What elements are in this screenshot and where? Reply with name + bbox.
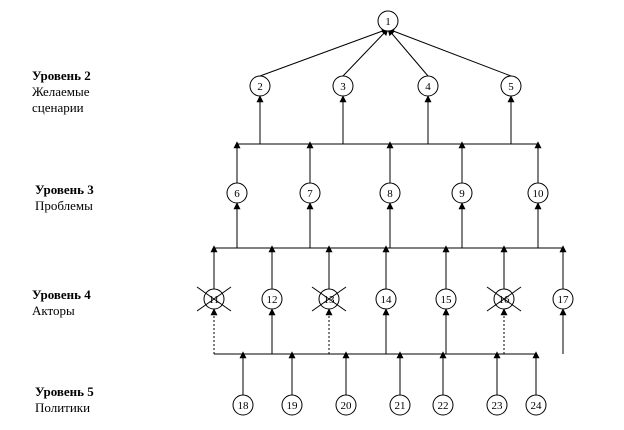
- node-circle: [375, 288, 397, 310]
- node-2: 2: [249, 75, 271, 97]
- node-22: 22: [432, 394, 454, 416]
- node-circle: [377, 10, 399, 32]
- node-label: 19: [287, 400, 299, 412]
- node-label: 5: [508, 81, 514, 93]
- node-label: 11: [209, 294, 220, 306]
- node-circle: [451, 182, 473, 204]
- node-21: 21: [389, 394, 411, 416]
- arrow-to-node-1: [387, 28, 429, 77]
- node-6: 6: [226, 182, 248, 204]
- node-1: 1: [377, 10, 399, 32]
- node-10: 10: [527, 182, 549, 204]
- node-4: 4: [417, 75, 439, 97]
- node-label: 9: [459, 188, 465, 200]
- node-label: 13: [324, 294, 336, 306]
- node-label: 14: [381, 294, 393, 306]
- node-label: 18: [238, 400, 250, 412]
- node-label: 2: [257, 81, 263, 93]
- level-2-subtitle-1: Желаемые: [32, 84, 90, 99]
- level-2-subtitle-2: сценарии: [32, 100, 84, 115]
- cross-mark: [311, 286, 347, 312]
- node-circle: [379, 182, 401, 204]
- node-18: 18: [232, 394, 254, 416]
- node-12: 12: [261, 288, 283, 310]
- node-circle: [417, 75, 439, 97]
- node-circle: [527, 182, 549, 204]
- node-label: 23: [492, 400, 504, 412]
- node-circle: [261, 288, 283, 310]
- node-circle: [335, 394, 357, 416]
- node-circle: [432, 394, 454, 416]
- level-4-subtitle: Акторы: [32, 303, 75, 318]
- node-label: 4: [425, 81, 431, 93]
- node-label: 17: [558, 294, 570, 306]
- node-circle: [332, 75, 354, 97]
- node-circle: [435, 288, 457, 310]
- level-4-title: Уровень 4: [32, 287, 91, 302]
- node-label: 12: [267, 294, 278, 306]
- node-circle: [486, 394, 508, 416]
- node-15: 15: [435, 288, 457, 310]
- node-circle: [281, 394, 303, 416]
- cross-mark: [196, 286, 232, 312]
- diagram-edges: [210, 27, 567, 395]
- node-11: 11: [196, 286, 232, 312]
- node-label: 15: [441, 294, 453, 306]
- node-14: 14: [375, 288, 397, 310]
- node-circle: [389, 394, 411, 416]
- node-circle: [525, 394, 547, 416]
- node-5: 5: [500, 75, 522, 97]
- node-label: 24: [531, 400, 543, 412]
- node-3: 3: [332, 75, 354, 97]
- cross-mark: [486, 286, 522, 312]
- node-circle: [299, 182, 321, 204]
- node-23: 23: [486, 394, 508, 416]
- arrow-to-node-1: [342, 28, 389, 77]
- node-label: 8: [387, 188, 393, 200]
- node-label: 3: [340, 81, 346, 93]
- node-24: 24: [525, 394, 547, 416]
- node-9: 9: [451, 182, 473, 204]
- node-label: 22: [438, 400, 449, 412]
- arrow-to-node-1: [387, 27, 512, 77]
- node-label: 21: [395, 400, 406, 412]
- node-label: 10: [533, 188, 545, 200]
- node-circle: [232, 394, 254, 416]
- level-4-label: Уровень 4 Акторы: [32, 287, 91, 319]
- level-3-label: Уровень 3 Проблемы: [35, 182, 94, 214]
- level-5-subtitle: Политики: [35, 400, 91, 415]
- node-label: 20: [341, 400, 353, 412]
- node-19: 19: [281, 394, 303, 416]
- node-13: 13: [311, 286, 347, 312]
- level-5-label: Уровень 5 Политики: [35, 384, 94, 416]
- node-label: 1: [385, 16, 391, 28]
- node-label: 6: [234, 188, 240, 200]
- node-circle: [249, 75, 271, 97]
- node-17: 17: [552, 288, 574, 310]
- level-2-title: Уровень 2: [32, 68, 91, 83]
- node-circle: [500, 75, 522, 97]
- level-5-title: Уровень 5: [35, 384, 94, 399]
- level-3-subtitle: Проблемы: [35, 198, 93, 213]
- node-8: 8: [379, 182, 401, 204]
- node-20: 20: [335, 394, 357, 416]
- node-16: 16: [486, 286, 522, 312]
- level-2-label: Уровень 2 Желаемые сценарии: [32, 68, 91, 116]
- node-circle: [226, 182, 248, 204]
- node-circle: [552, 288, 574, 310]
- node-7: 7: [299, 182, 321, 204]
- level-3-title: Уровень 3: [35, 182, 94, 197]
- node-label: 7: [307, 188, 313, 200]
- node-label: 16: [499, 294, 511, 306]
- arrow-to-node-1: [259, 27, 389, 77]
